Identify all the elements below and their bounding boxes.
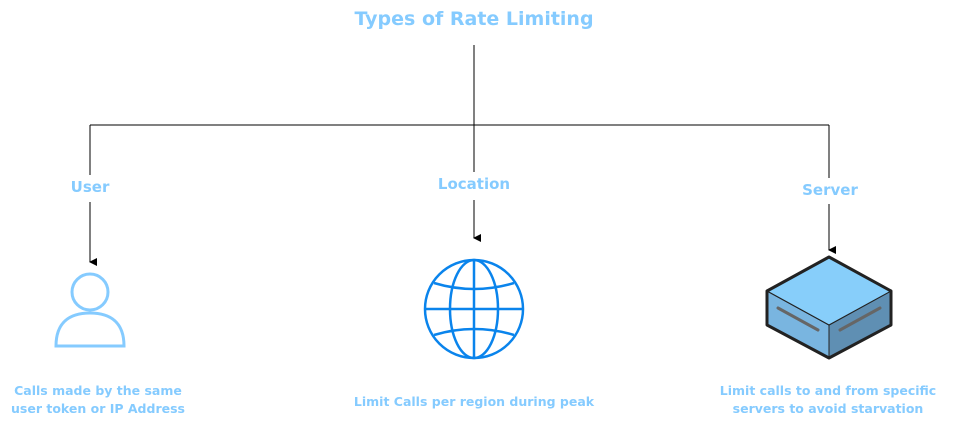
connector-root	[90, 45, 829, 126]
user-icon	[54, 272, 126, 348]
diagram-title: Types of Rate Limiting	[354, 8, 594, 30]
globe-icon	[423, 258, 525, 360]
description-line: servers to avoid starvation	[732, 401, 924, 416]
description-line: Calls made by the same	[14, 383, 182, 398]
heading-user: User	[70, 178, 110, 196]
heading-server: Server	[802, 181, 858, 199]
description-location: Limit Calls per region during peak	[354, 393, 594, 411]
heading-location: Location	[437, 175, 511, 193]
description-line: Limit Calls per region during peak	[353, 394, 595, 409]
description-line: user token or IP Address	[11, 401, 185, 416]
description-user: Calls made by the same user token or IP …	[11, 382, 185, 418]
description-server: Limit calls to and from specific servers…	[720, 382, 936, 418]
server-icon	[765, 255, 893, 360]
description-line: Limit calls to and from specific	[719, 383, 937, 398]
